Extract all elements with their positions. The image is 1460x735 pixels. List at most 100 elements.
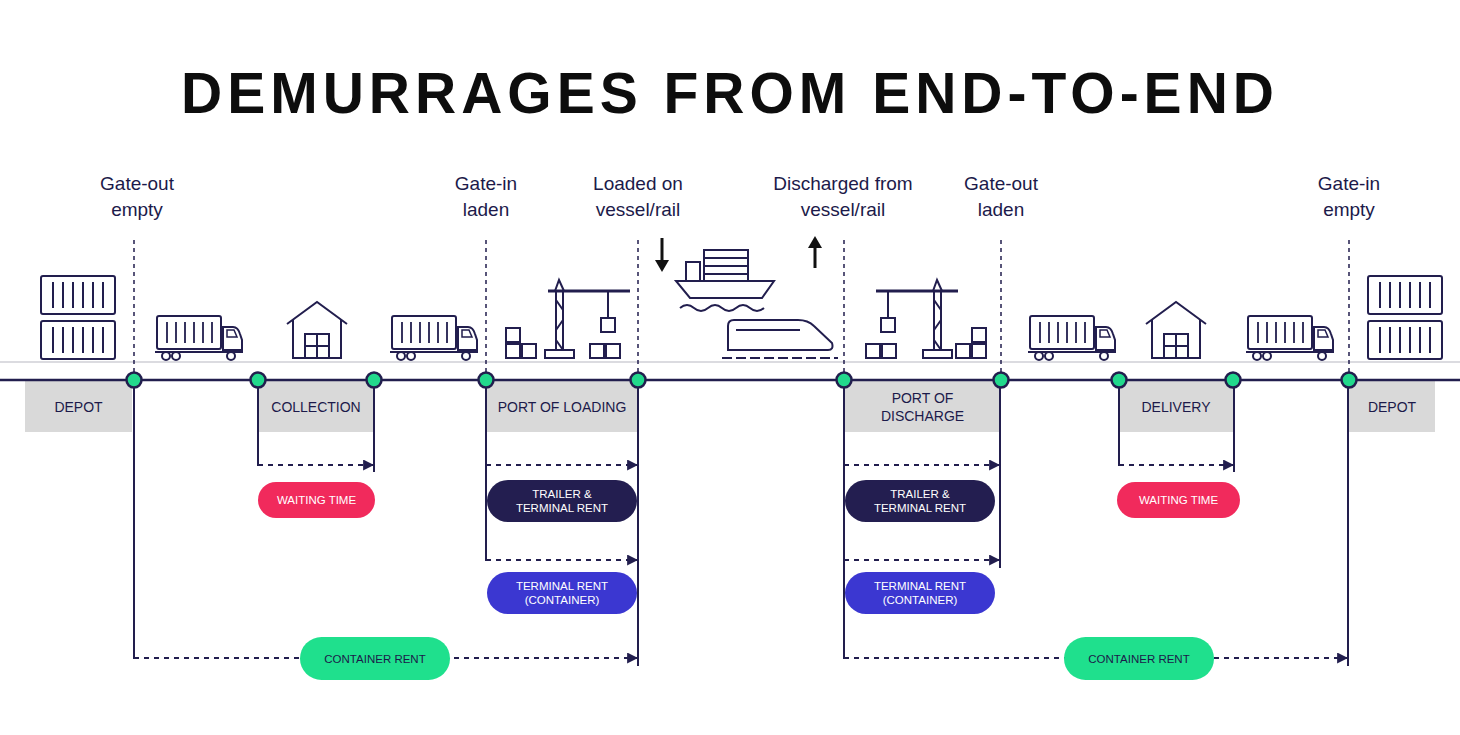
charge-name: TRAILER & TERMINAL RENT — [865, 487, 975, 515]
milestone-label: Gate-in empty — [1299, 171, 1399, 223]
diagram-title: DEMURRAGES FROM END-TO-END — [0, 65, 1460, 122]
milestone-dot — [127, 373, 142, 388]
waves — [680, 305, 764, 311]
charge-pill: WAITING TIME — [258, 482, 375, 518]
period-bound — [1347, 380, 1349, 666]
warehouse — [1146, 302, 1206, 358]
milestone-label: Discharged from vessel/rail — [763, 171, 923, 223]
milestone-line — [133, 240, 135, 376]
stage-name: PORT OF LOADING — [488, 398, 636, 416]
crane-tower — [934, 291, 941, 350]
crane-base — [545, 350, 574, 358]
ship-hull — [676, 281, 774, 298]
stage-name: DELIVERY — [1121, 398, 1231, 416]
milestone-line — [1348, 240, 1350, 376]
stage-name: DEPOT — [1350, 398, 1434, 416]
period-arrows — [134, 465, 1347, 658]
warehouse — [287, 302, 347, 358]
charge-pill: WAITING TIME — [1117, 482, 1240, 518]
charge-pill: TERMINAL RENT (CONTAINER) — [487, 572, 637, 614]
milestone-lines — [134, 240, 1349, 376]
train-body — [728, 320, 833, 350]
container-stack — [1368, 321, 1442, 359]
ship-cargo-lines — [704, 258, 748, 274]
stage-box: DEPOT — [25, 381, 132, 432]
stage-box: PORT OF LOADING — [486, 381, 638, 432]
charge-name: WAITING TIME — [262, 493, 372, 507]
train-window — [736, 329, 800, 331]
down-arrow-head — [655, 260, 669, 272]
milestone-line — [1000, 240, 1002, 376]
port-box — [866, 344, 880, 358]
port-box — [506, 328, 520, 342]
period-arrow — [844, 559, 999, 561]
stage-name: DEPOT — [29, 398, 129, 416]
period-bound — [1118, 380, 1120, 466]
milestone-label: Gate-out empty — [82, 171, 192, 223]
crane-loading — [506, 280, 630, 358]
truck — [390, 316, 478, 360]
crane-cable — [887, 291, 889, 318]
milestone-label: Gate-in laden — [436, 171, 536, 223]
period-bound — [999, 380, 1001, 568]
stage-box: DEPOT — [1349, 381, 1435, 432]
period-bound — [637, 380, 639, 666]
period-bound — [133, 380, 135, 659]
charge-name: CONTAINER RENT — [1074, 652, 1204, 666]
period-bound — [373, 380, 375, 472]
truck — [1028, 316, 1116, 360]
stage-box: PORT OF DISCHARGE — [844, 381, 1001, 432]
period-bounds — [134, 380, 1348, 666]
ground-line — [0, 361, 1460, 363]
truck — [1246, 316, 1334, 360]
stage-name: COLLECTION — [261, 398, 371, 416]
crane-tower — [556, 291, 563, 350]
train-rail — [722, 357, 838, 359]
truck — [155, 316, 243, 360]
charge-name: TERMINAL RENT (CONTAINER) — [865, 579, 975, 607]
port-box — [590, 344, 604, 358]
charge-name: TERMINAL RENT (CONTAINER) — [507, 579, 617, 607]
charge-name: WAITING TIME — [1121, 493, 1236, 507]
container-stack — [41, 321, 115, 359]
milestone-label: Gate-out laden — [946, 171, 1056, 223]
train — [722, 320, 838, 358]
period-bound — [843, 380, 845, 659]
up-arrow-shaft — [814, 246, 817, 268]
port-box — [506, 344, 520, 358]
up-arrow-head — [808, 236, 822, 248]
charge-name: TRAILER & TERMINAL RENT — [507, 487, 617, 515]
ship-cargo — [704, 250, 748, 281]
milestone-line — [843, 240, 845, 376]
milestone-dot — [1342, 373, 1357, 388]
charge-pill: TERMINAL RENT (CONTAINER) — [845, 572, 995, 614]
period-bound — [1233, 380, 1235, 472]
port-box — [606, 344, 620, 358]
stage-name: PORT OF DISCHARGE — [863, 389, 983, 425]
port-box — [956, 344, 970, 358]
stage-box: COLLECTION — [258, 381, 374, 432]
container-stack — [41, 276, 115, 314]
crane-load — [881, 318, 895, 332]
port-box — [972, 328, 986, 342]
period-bound — [485, 380, 487, 561]
crane-base — [923, 350, 952, 358]
milestone-label: Loaded on vessel/rail — [578, 171, 698, 223]
milestone-line — [485, 240, 487, 376]
milestone-dot — [994, 373, 1009, 388]
milestone-dot — [837, 373, 852, 388]
crane-cable — [607, 291, 609, 318]
period-arrow — [258, 464, 373, 466]
down-arrow-shaft — [661, 238, 664, 262]
charge-pill: CONTAINER RENT — [1064, 637, 1214, 680]
period-arrow — [1119, 464, 1233, 466]
period-bound — [257, 380, 259, 466]
milestone-dot — [367, 373, 382, 388]
port-box — [972, 344, 986, 358]
ship — [676, 250, 774, 311]
period-arrow — [486, 464, 637, 466]
milestone-dot — [251, 373, 266, 388]
crane-top — [933, 280, 942, 291]
